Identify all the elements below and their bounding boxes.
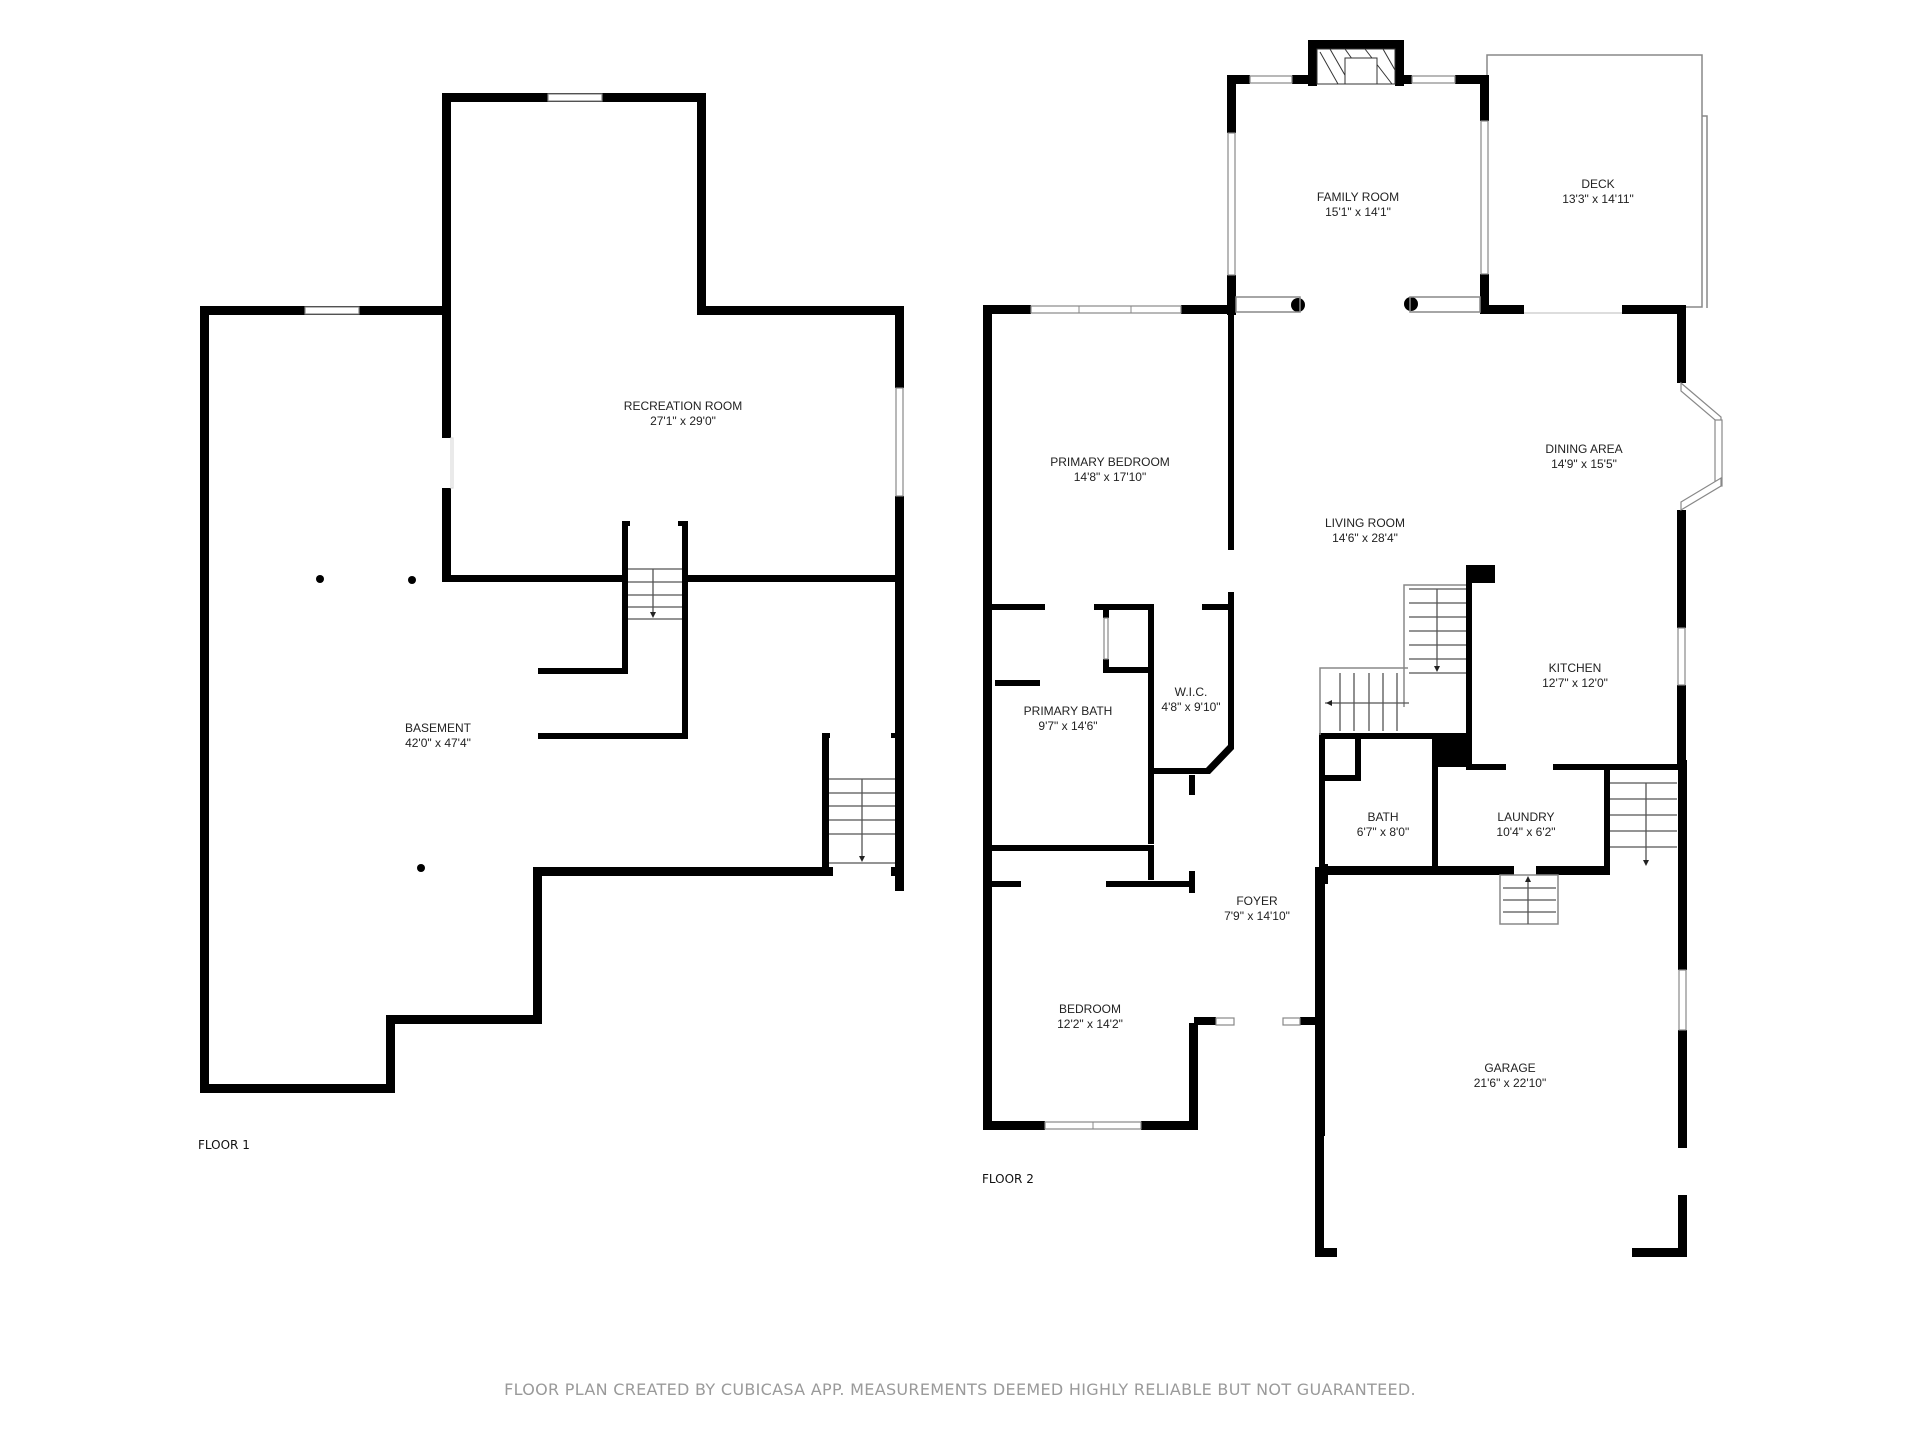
room-basement: BASEMENT 42'0" x 47'4": [405, 721, 471, 751]
floor-1-stairs: [628, 568, 895, 864]
room-bath: BATH 6'7" x 8'0": [1357, 810, 1409, 840]
room-dimensions: 15'1" x 14'1": [1325, 205, 1391, 219]
room-name: KITCHEN: [1548, 661, 1602, 675]
room-name: DECK: [1581, 177, 1615, 191]
room-name: GARAGE: [1484, 1061, 1536, 1075]
floor-1-label: FLOOR 1: [198, 1138, 250, 1152]
room-dimensions: 13'3" x 14'11": [1562, 192, 1634, 206]
floor-2-windows-doors: [1030, 48, 1723, 1130]
disclaimer-footer: FLOOR PLAN CREATED BY CUBICASA APP. MEAS…: [504, 1380, 1416, 1399]
room-bedroom: BEDROOM 12'2" x 14'2": [1057, 1002, 1123, 1032]
floor-1-walls: [200, 93, 904, 1093]
room-living-room: LIVING ROOM 14'6" x 28'4": [1325, 516, 1405, 546]
room-dimensions: 27'1" x 29'0": [650, 414, 716, 428]
room-dimensions: 7'9" x 14'10": [1224, 909, 1290, 923]
room-name: BATH: [1367, 810, 1399, 824]
room-dimensions: 42'0" x 47'4": [405, 736, 471, 750]
room-dimensions: 9'7" x 14'6": [1038, 719, 1098, 733]
room-walk-in-closet: W.I.C. 4'8" x 9'10": [1161, 685, 1220, 715]
room-name: PRIMARY BEDROOM: [1050, 455, 1170, 469]
room-name: BASEMENT: [404, 721, 472, 735]
room-name: W.I.C.: [1174, 685, 1208, 699]
room-dimensions: 10'4" x 6'2": [1496, 825, 1556, 839]
room-family-room: FAMILY ROOM 15'1" x 14'1": [1317, 190, 1399, 220]
room-recreation-room: RECREATION ROOM 27'1" x 29'0": [624, 399, 742, 429]
room-dimensions: 14'6" x 28'4": [1332, 531, 1398, 545]
room-primary-bath: PRIMARY BATH 9'7" x 14'6": [1024, 704, 1113, 734]
room-name: LIVING ROOM: [1324, 516, 1406, 530]
room-name: PRIMARY BATH: [1023, 704, 1113, 718]
room-name: DINING AREA: [1545, 442, 1623, 456]
room-dimensions: 12'7" x 12'0": [1542, 676, 1608, 690]
room-deck: DECK 13'3" x 14'11": [1562, 177, 1634, 207]
floor-2-walls: [983, 40, 1687, 1257]
room-name: FOYER: [1236, 894, 1278, 908]
room-name: LAUNDRY: [1497, 810, 1555, 824]
room-foyer: FOYER 7'9" x 14'10": [1224, 894, 1290, 924]
room-name: RECREATION ROOM: [623, 399, 743, 413]
room-dining-area: DINING AREA 14'9" x 15'5": [1545, 442, 1622, 472]
room-name: BEDROOM: [1058, 1002, 1121, 1016]
room-dimensions: 14'8" x 17'10": [1073, 470, 1147, 484]
room-dimensions: 12'2" x 14'2": [1057, 1017, 1123, 1031]
room-primary-bedroom: PRIMARY BEDROOM 14'8" x 17'10": [1050, 455, 1170, 485]
room-garage: GARAGE 21'6" x 22'10": [1474, 1061, 1547, 1091]
floor-2-label: FLOOR 2: [982, 1172, 1034, 1186]
room-dimensions: 21'6" x 22'10": [1473, 1076, 1547, 1090]
room-name: FAMILY ROOM: [1316, 190, 1400, 204]
room-dimensions: 14'9" x 15'5": [1551, 457, 1617, 471]
room-dimensions: 4'8" x 9'10": [1161, 700, 1221, 714]
room-laundry: LAUNDRY 10'4" x 6'2": [1496, 810, 1555, 840]
floor-1-windows: [304, 93, 904, 497]
room-dimensions: 6'7" x 8'0": [1356, 825, 1410, 839]
floor-2-stairs: [1319, 584, 1677, 925]
room-kitchen: KITCHEN 12'7" x 12'0": [1542, 661, 1608, 691]
